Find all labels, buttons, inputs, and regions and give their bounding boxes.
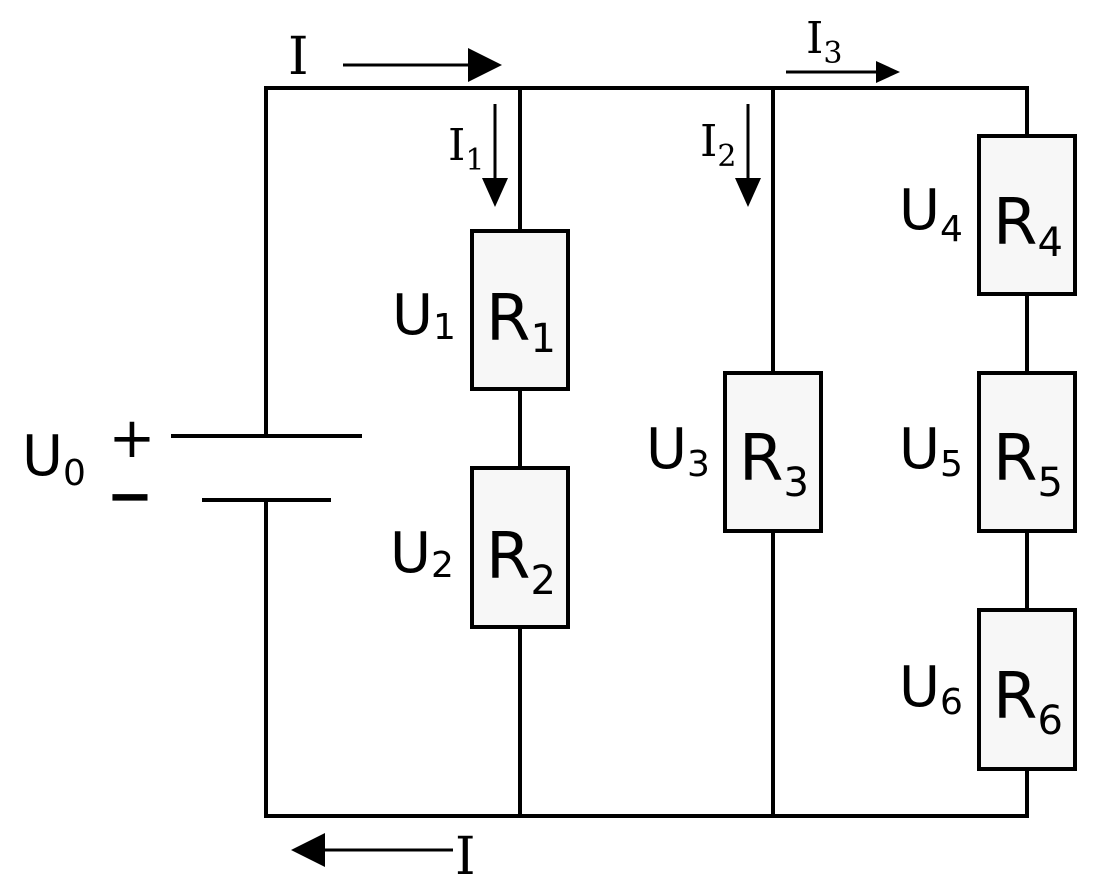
source-minus-sign: − xyxy=(107,464,154,529)
resistor-r3 xyxy=(723,371,823,533)
resistor-r3-label: R3 xyxy=(739,422,809,506)
resistor-r1-label: R1 xyxy=(486,282,556,362)
source-voltage-subscript: 0 xyxy=(63,453,86,494)
voltage-source: + − U0 xyxy=(22,406,362,529)
resistors: R1 U1 R2 U2 R3 U3 R4 U4 R5 xyxy=(390,134,1077,771)
voltage-u4-label: U4 xyxy=(899,178,963,250)
voltage-u5-label: U5 xyxy=(899,417,963,485)
current-arrows: I I3 I1 I2 I xyxy=(288,13,900,887)
main-current-bottom-arrowhead xyxy=(291,833,325,867)
current-i1-arrowhead xyxy=(482,178,508,207)
resistor-r6-label: R6 xyxy=(993,660,1063,744)
current-i3-arrowhead xyxy=(876,61,900,83)
main-current-top-arrowhead xyxy=(468,48,502,82)
current-i2-label: I2 xyxy=(700,116,736,174)
wires xyxy=(264,86,1029,818)
main-current-bottom-label: I xyxy=(455,827,476,887)
main-current-top-label: I xyxy=(288,27,309,87)
resistor-r2 xyxy=(470,466,570,629)
voltage-u2-label: U2 xyxy=(390,521,454,586)
resistor-r1 xyxy=(470,229,570,391)
resistor-r6 xyxy=(977,608,1077,771)
resistor-r4-label: R4 xyxy=(993,186,1063,266)
resistor-r2-label: R2 xyxy=(486,520,556,604)
current-i1-label: I1 xyxy=(448,120,484,178)
voltage-u6-label: U6 xyxy=(899,655,963,723)
current-i2-arrowhead xyxy=(735,178,761,207)
current-i3-label: I3 xyxy=(806,13,842,71)
source-voltage-label: U0 xyxy=(22,424,86,494)
resistor-r5 xyxy=(977,371,1077,533)
voltage-u1-label: U1 xyxy=(392,283,456,348)
resistor-r5-label: R5 xyxy=(993,422,1063,506)
source-voltage-symbol: U xyxy=(22,424,63,489)
resistor-r4 xyxy=(977,134,1077,296)
source-plus-sign: + xyxy=(109,406,156,471)
voltage-u3-label: U3 xyxy=(646,417,710,485)
